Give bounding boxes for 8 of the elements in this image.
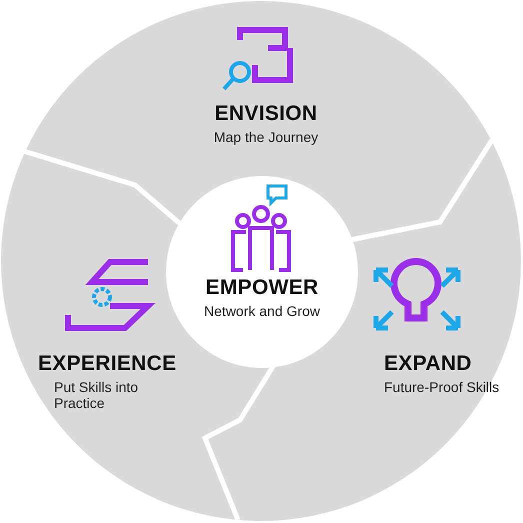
segment-subtitle: Future-Proof Skills <box>384 379 500 395</box>
segment-title: EXPERIENCE <box>38 352 176 376</box>
segment-title: ENVISION <box>214 102 318 126</box>
segment-subtitle: Network and Grow <box>204 303 320 319</box>
segment-subtitle: Map the Journey <box>214 129 318 145</box>
segment-title: EMPOWER <box>206 276 318 300</box>
segment-title: EXPAND <box>384 352 472 376</box>
segment-subtitle: Put Skills into Practice <box>54 379 140 411</box>
